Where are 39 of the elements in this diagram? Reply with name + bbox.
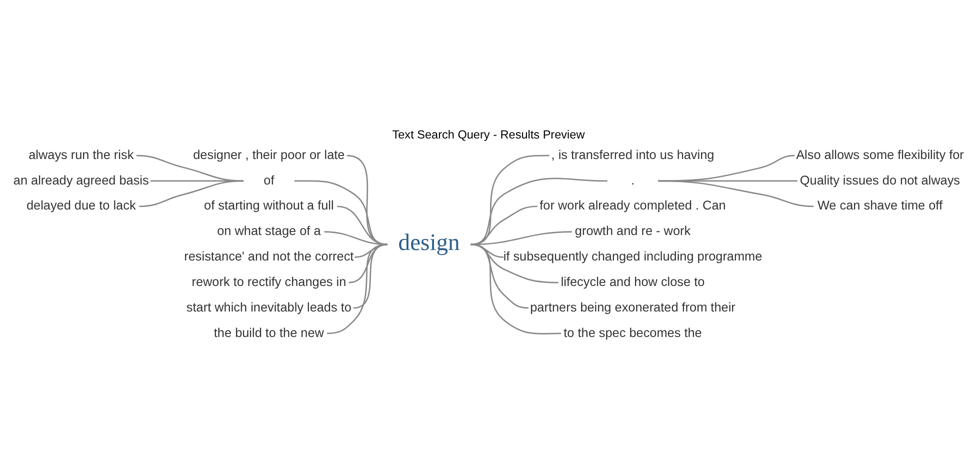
node-text: if subsequently changed including programme — [503, 249, 762, 264]
node-text: Also allows some flexibility for — [796, 147, 964, 162]
node-text: of starting without a full — [204, 198, 334, 212]
node-text: the build to the new — [214, 325, 324, 340]
node-text: always run the risk — [28, 147, 134, 162]
node-text: on what stage of a — [217, 224, 321, 238]
connector — [324, 230, 388, 245]
node-text: design — [398, 230, 460, 256]
connector — [336, 205, 388, 245]
connector — [470, 230, 572, 245]
node-text: of — [264, 172, 274, 187]
node-text: delayed due to lack — [26, 198, 136, 212]
connector — [658, 180, 814, 207]
node-text: designer , their poor or late — [193, 147, 345, 162]
connector — [348, 243, 388, 283]
node-text: lifecycle and how close to — [560, 274, 705, 288]
connector — [327, 243, 388, 334]
node-text: start which inevitably leads to — [186, 300, 352, 314]
node-text: partners being exonerated from their — [530, 300, 736, 314]
connector — [470, 154, 550, 245]
node-text: We can shave time off — [817, 198, 943, 212]
connector — [139, 180, 244, 207]
node-text: rework to rectify changes in — [192, 274, 346, 288]
connector — [470, 205, 538, 245]
connector — [294, 180, 388, 245]
diagram-title: Text Search Query - Results Preview — [392, 128, 585, 142]
node-text: , is transferred into us having — [551, 147, 714, 162]
node-text: . — [630, 172, 635, 187]
node-text: to the spec becomes the — [564, 325, 702, 340]
connector — [136, 154, 244, 182]
connector — [470, 243, 562, 334]
connector — [353, 243, 388, 308]
node-text: growth and re - work — [574, 224, 691, 238]
node-text: for work already completed . Can — [540, 198, 726, 212]
connector — [470, 243, 558, 283]
connector — [470, 177, 608, 245]
node-text: resistance' and not the correct — [184, 249, 354, 264]
node-text: Quality issues do not always — [800, 172, 960, 187]
node-text: an already agreed basis — [13, 172, 149, 187]
